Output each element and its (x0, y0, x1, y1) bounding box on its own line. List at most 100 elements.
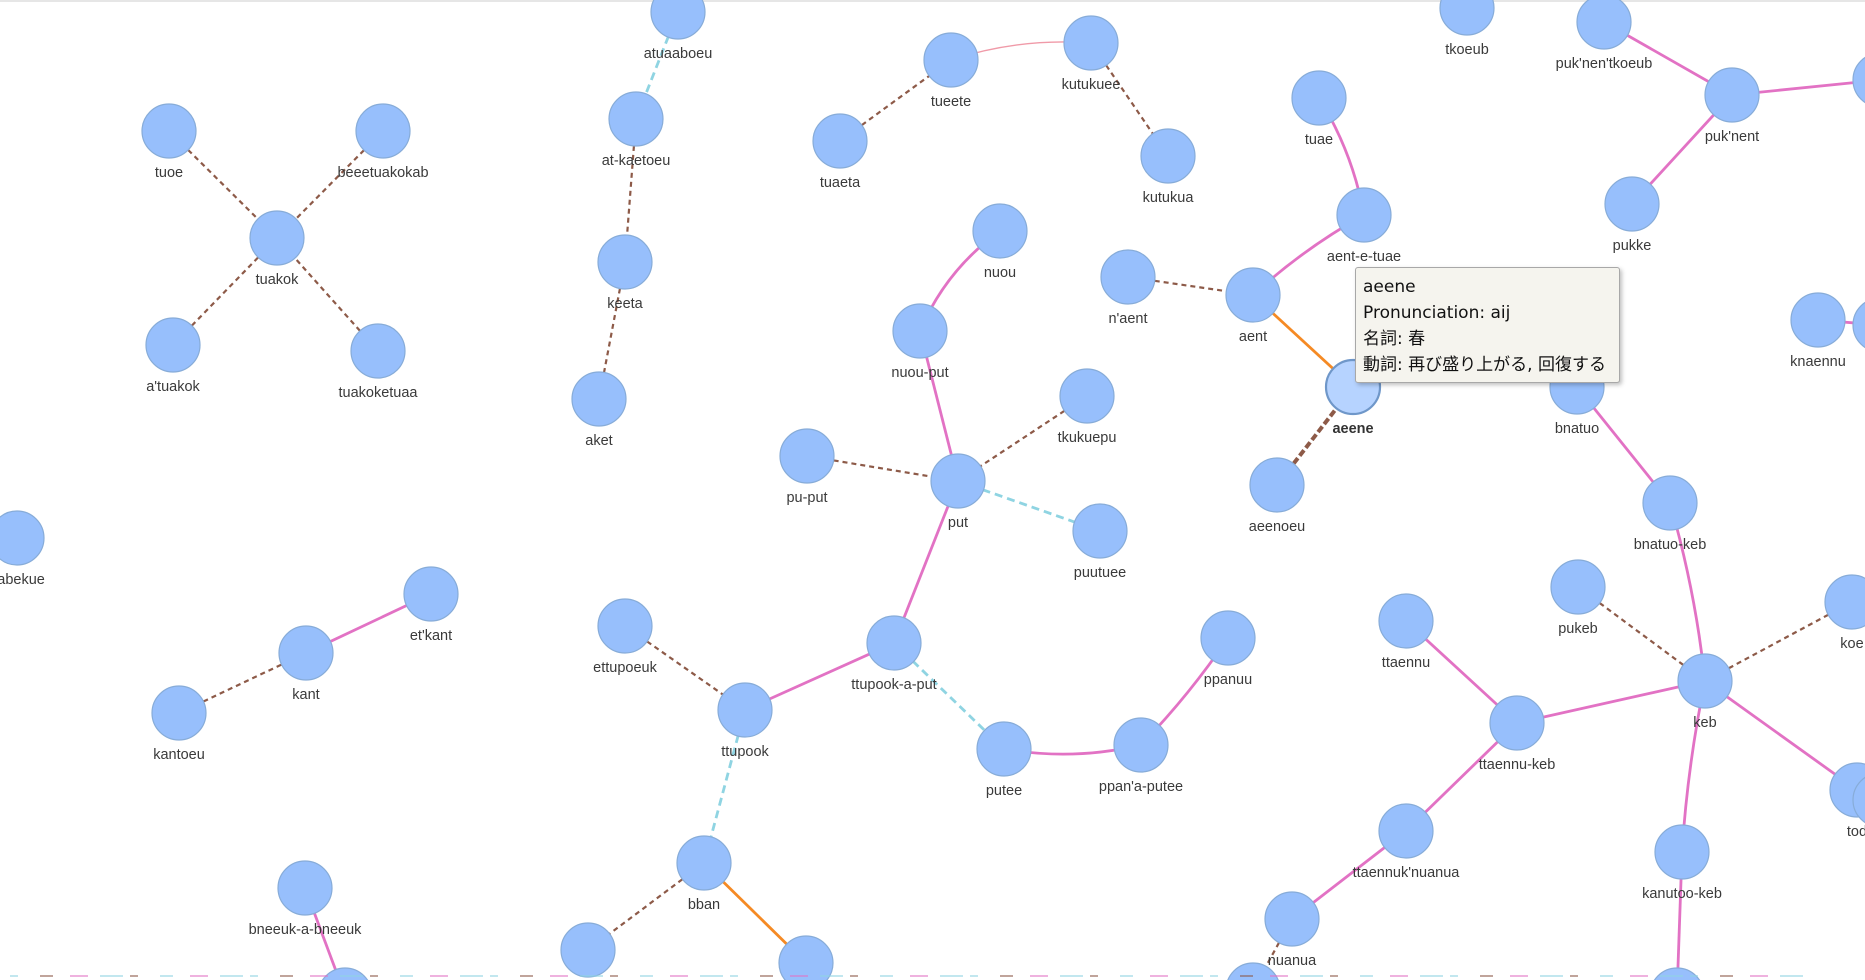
node-koe[interactable] (1824, 574, 1865, 630)
bottom-edge-fragment (1180, 975, 1203, 977)
node-pukeb[interactable] (1550, 559, 1606, 615)
node-label-keeta: keeta (607, 296, 643, 312)
node-put[interactable] (930, 453, 986, 509)
node-puk'nent[interactable] (1704, 67, 1760, 123)
node-aeenoeu[interactable] (1249, 457, 1305, 513)
node-label-kantoeu: kantoeu (153, 747, 205, 763)
node-label-puk'nent: puk'nent (1705, 129, 1759, 145)
node-keeta[interactable] (597, 234, 653, 290)
node-kanutoo-keb[interactable] (1654, 824, 1710, 880)
node-label-aeenoeu: aeenoeu (1249, 519, 1305, 535)
bottom-edge-fragment (880, 975, 893, 977)
node-ettupoeuk[interactable] (597, 598, 653, 654)
node-label-tkoeub: tkoeub (1445, 42, 1489, 58)
node-label-at-kaetoeu: at-kaetoeu (602, 153, 671, 169)
node-bban-left[interactable] (560, 922, 616, 978)
node-et'kant[interactable] (403, 566, 459, 622)
bottom-edge-fragment (790, 975, 808, 977)
bottom-edge-fragment (1690, 975, 1698, 977)
node-atuaaboeu[interactable] (650, 0, 706, 40)
bottom-edge-fragment (430, 975, 448, 977)
node-nuanua[interactable] (1264, 891, 1320, 947)
node-pukke[interactable] (1604, 176, 1660, 232)
node-ttupook-a-put[interactable] (866, 615, 922, 671)
bottom-edge-fragment (400, 975, 413, 977)
edge-a'tuakok-tuakok (172, 237, 278, 346)
node-bnatuo-keb[interactable] (1642, 475, 1698, 531)
node-tkukuepu[interactable] (1059, 368, 1115, 424)
node-ttaennuk'nuanua[interactable] (1378, 803, 1434, 859)
node-tueete[interactable] (923, 32, 979, 88)
node-tuae[interactable] (1291, 70, 1347, 126)
node-pu-put[interactable] (779, 428, 835, 484)
node-label-tuae: tuae (1305, 132, 1333, 148)
node-puutuee[interactable] (1072, 503, 1128, 559)
bottom-edge-fragment (1060, 975, 1083, 977)
node-beeetuakokab[interactable] (355, 103, 411, 159)
bottom-edge-fragment (1720, 975, 1733, 977)
edge-ttaennu-keb-keb (1516, 679, 1706, 725)
node-bneeuk-bottom[interactable] (318, 967, 372, 980)
node-label-kant: kant (292, 687, 319, 703)
node-label-aket: aket (585, 433, 612, 449)
edges-layer (168, 11, 1865, 980)
node-a'tuakok[interactable] (145, 317, 201, 373)
node-label-kanutoo-keb: kanutoo-keb (1642, 886, 1722, 902)
node-nabekue[interactable] (0, 510, 45, 566)
node-tkoeub[interactable] (1439, 0, 1495, 36)
bottom-edge-fragment (940, 975, 963, 977)
node-kanutoo-bottom[interactable] (1650, 967, 1704, 980)
node-aket[interactable] (571, 371, 627, 427)
node-tuakok[interactable] (249, 210, 305, 266)
node-puk'nen'tkoeub[interactable] (1576, 0, 1632, 50)
tooltip-noun: 名詞: 春 (1363, 329, 1426, 349)
node-keb[interactable] (1677, 653, 1733, 709)
node-puk'nent-right[interactable] (1852, 53, 1865, 107)
node-label-nuou: nuou (984, 265, 1016, 281)
node-kutukuee[interactable] (1063, 15, 1119, 71)
node-kant[interactable] (278, 625, 334, 681)
node-knaennu[interactable] (1790, 292, 1846, 348)
bottom-edge-fragment (1750, 975, 1768, 977)
node-label-aent: aent (1239, 329, 1267, 345)
node-label-bneeuk-a-bneeuk: bneeuk-a-bneeuk (249, 922, 363, 938)
node-ppan'a-putee[interactable] (1113, 717, 1169, 773)
bottom-edge-fragment (310, 975, 328, 977)
bottom-edge-fragment (1390, 975, 1408, 977)
node-tuakoketuaa[interactable] (350, 323, 406, 379)
node-label-kutukuee: kutukuee (1062, 77, 1121, 93)
node-label-n'aent: n'aent (1108, 311, 1147, 327)
node-nuou[interactable] (972, 203, 1028, 259)
node-bban-right[interactable] (778, 935, 834, 980)
node-at-kaetoeu[interactable] (608, 91, 664, 147)
bottom-edge-fragment (850, 975, 858, 977)
node-ppanuu[interactable] (1200, 610, 1256, 666)
node-n'aent[interactable] (1100, 249, 1156, 305)
node-bban[interactable] (676, 835, 732, 891)
node-label-a'tuakok: a'tuakok (146, 379, 200, 395)
node-nuou-put[interactable] (892, 303, 948, 359)
node-aent-e-tuae[interactable] (1336, 187, 1392, 243)
node-ttaennu[interactable] (1378, 593, 1434, 649)
node-tod-right[interactable] (1852, 773, 1865, 827)
node-putee[interactable] (976, 721, 1032, 777)
node-aent[interactable] (1225, 267, 1281, 323)
bottom-edge-fragment (460, 975, 483, 977)
node-knaennu-right[interactable] (1852, 298, 1865, 352)
node-label-kutukua: kutukua (1143, 190, 1195, 206)
node-label-ppanuu: ppanuu (1204, 672, 1252, 688)
node-kantoeu[interactable] (151, 685, 207, 741)
node-kutukua[interactable] (1140, 128, 1196, 184)
bottom-edge-fragment (340, 975, 363, 977)
node-label-pukke: pukke (1613, 238, 1652, 254)
node-label-ttaennu: ttaennu (1382, 655, 1430, 671)
bottom-edge-fragment (1570, 975, 1578, 977)
node-ttaennu-keb[interactable] (1489, 695, 1545, 751)
node-bneeuk-a-bneeuk[interactable] (277, 860, 333, 916)
node-ttupook[interactable] (717, 682, 773, 738)
bottom-edge-fragment (190, 975, 208, 977)
node-tuaeta[interactable] (812, 113, 868, 169)
node-label-nabekue: nabekue (0, 572, 45, 588)
node-tuoe[interactable] (141, 103, 197, 159)
